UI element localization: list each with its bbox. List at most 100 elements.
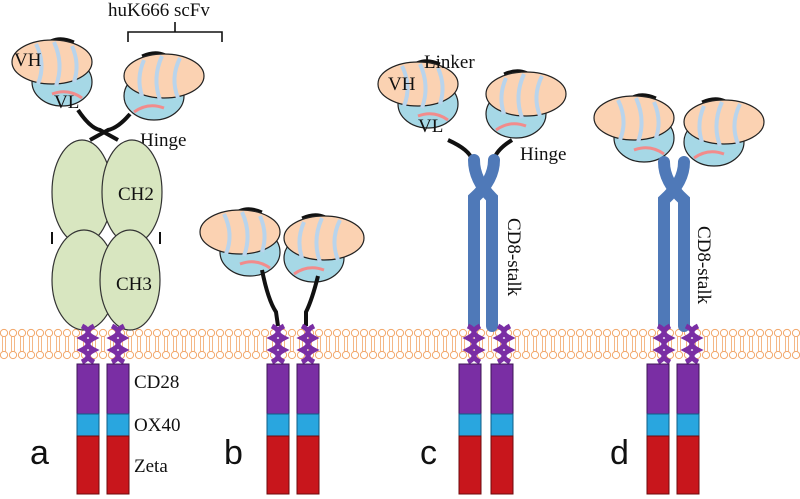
lipid-tail bbox=[290, 344, 294, 352]
chain-d-left bbox=[646, 363, 670, 495]
lipid-head bbox=[737, 328, 747, 338]
lipid-head bbox=[386, 328, 396, 338]
lipid-tail bbox=[209, 344, 213, 352]
lipid-head bbox=[26, 350, 36, 360]
lipid-head bbox=[404, 328, 414, 338]
lipid-head bbox=[0, 350, 9, 360]
lipid-head bbox=[539, 328, 549, 338]
scfv-right-b bbox=[282, 212, 366, 284]
lipid-tail bbox=[785, 344, 789, 352]
lipid-tail bbox=[794, 336, 798, 344]
lipid-tail bbox=[155, 336, 159, 344]
chain-b-right bbox=[296, 363, 320, 495]
lipid-head bbox=[224, 350, 234, 360]
lipid-tail bbox=[578, 336, 582, 344]
vh-label-c: VH bbox=[388, 74, 416, 95]
lipid-head bbox=[728, 350, 738, 360]
lipid-tail bbox=[569, 336, 573, 344]
lipid-head bbox=[629, 350, 639, 360]
vh-label: VH bbox=[14, 50, 42, 71]
lipid-head bbox=[341, 328, 351, 338]
lipid-tail bbox=[425, 344, 429, 352]
lipid-head bbox=[233, 350, 243, 360]
lipid-head bbox=[134, 328, 144, 338]
lipid-head bbox=[152, 350, 162, 360]
lipid-tail bbox=[101, 336, 105, 344]
lipid-head bbox=[746, 350, 756, 360]
lipid-head bbox=[368, 350, 378, 360]
lipid-head bbox=[773, 350, 783, 360]
lipid-head bbox=[233, 328, 243, 338]
lipid-head bbox=[260, 328, 270, 338]
linker-label: Linker bbox=[424, 52, 475, 73]
lipid-head bbox=[701, 350, 711, 360]
lipid-head bbox=[404, 350, 414, 360]
lipid-tail bbox=[731, 344, 735, 352]
lipid-tail bbox=[371, 336, 375, 344]
lipid-tail bbox=[758, 336, 762, 344]
lipid-tail bbox=[632, 344, 636, 352]
lipid-tail bbox=[173, 336, 177, 344]
lipid-tail bbox=[380, 344, 384, 352]
scfv-label: huK666 scFv bbox=[108, 0, 210, 21]
lipid-head bbox=[170, 328, 180, 338]
lipid-head bbox=[458, 350, 468, 360]
lipid-head bbox=[782, 328, 792, 338]
lipid-tail bbox=[65, 344, 69, 352]
lipid-tail bbox=[2, 344, 6, 352]
lipid-head bbox=[584, 350, 594, 360]
lipid-head bbox=[251, 328, 261, 338]
lipid-head bbox=[593, 328, 603, 338]
chain-a-right bbox=[106, 363, 130, 495]
lipid-head bbox=[647, 350, 657, 360]
lipid-tail bbox=[164, 344, 168, 352]
lipid-head bbox=[611, 328, 621, 338]
construct-d: CD8-stalk d bbox=[592, 92, 766, 495]
lipid-tail bbox=[614, 336, 618, 344]
lipid-head bbox=[377, 328, 387, 338]
lipid-tail bbox=[218, 344, 222, 352]
ch2-label: CH2 bbox=[118, 184, 154, 205]
lipid-tail bbox=[353, 336, 357, 344]
lipid-tail bbox=[578, 344, 582, 352]
vl-label: VL bbox=[54, 92, 79, 113]
lipid-tail bbox=[164, 336, 168, 344]
lipid-tail bbox=[533, 336, 537, 344]
lipid-tail bbox=[650, 336, 654, 344]
lipid-tail bbox=[245, 344, 249, 352]
lipid-tail bbox=[344, 344, 348, 352]
lipid-tail bbox=[254, 344, 258, 352]
lipid-head bbox=[593, 350, 603, 360]
lipid-tail bbox=[641, 344, 645, 352]
scfv-brace bbox=[127, 22, 223, 42]
lipid-head bbox=[260, 350, 270, 360]
chain-d-right bbox=[676, 363, 700, 495]
lipid-tail bbox=[605, 344, 609, 352]
lipid-head bbox=[251, 350, 261, 360]
lipid-tail bbox=[65, 336, 69, 344]
lipid-head bbox=[566, 328, 576, 338]
lipid-head bbox=[197, 350, 207, 360]
lipid-head bbox=[620, 328, 630, 338]
lipid-tail bbox=[209, 336, 213, 344]
lipid-tail bbox=[623, 336, 627, 344]
lipid-tail bbox=[128, 344, 132, 352]
lipid-head bbox=[710, 350, 720, 360]
lipid-tail bbox=[533, 344, 537, 352]
vl-label-c: VL bbox=[418, 116, 443, 137]
lipid-head bbox=[719, 350, 729, 360]
lipid-head bbox=[728, 328, 738, 338]
lipid-head bbox=[62, 328, 72, 338]
lipid-head bbox=[431, 328, 441, 338]
lipid-head bbox=[197, 328, 207, 338]
lipid-tail bbox=[398, 344, 402, 352]
lipid-tail bbox=[560, 344, 564, 352]
panel-label-a: a bbox=[30, 434, 49, 472]
ox40-label: OX40 bbox=[134, 415, 180, 436]
lipid-head bbox=[71, 328, 81, 338]
lipid-tail bbox=[488, 336, 492, 344]
lipid-head bbox=[557, 328, 567, 338]
lipid-head bbox=[350, 328, 360, 338]
lipid-tail bbox=[56, 344, 60, 352]
lipid-head bbox=[242, 328, 252, 338]
